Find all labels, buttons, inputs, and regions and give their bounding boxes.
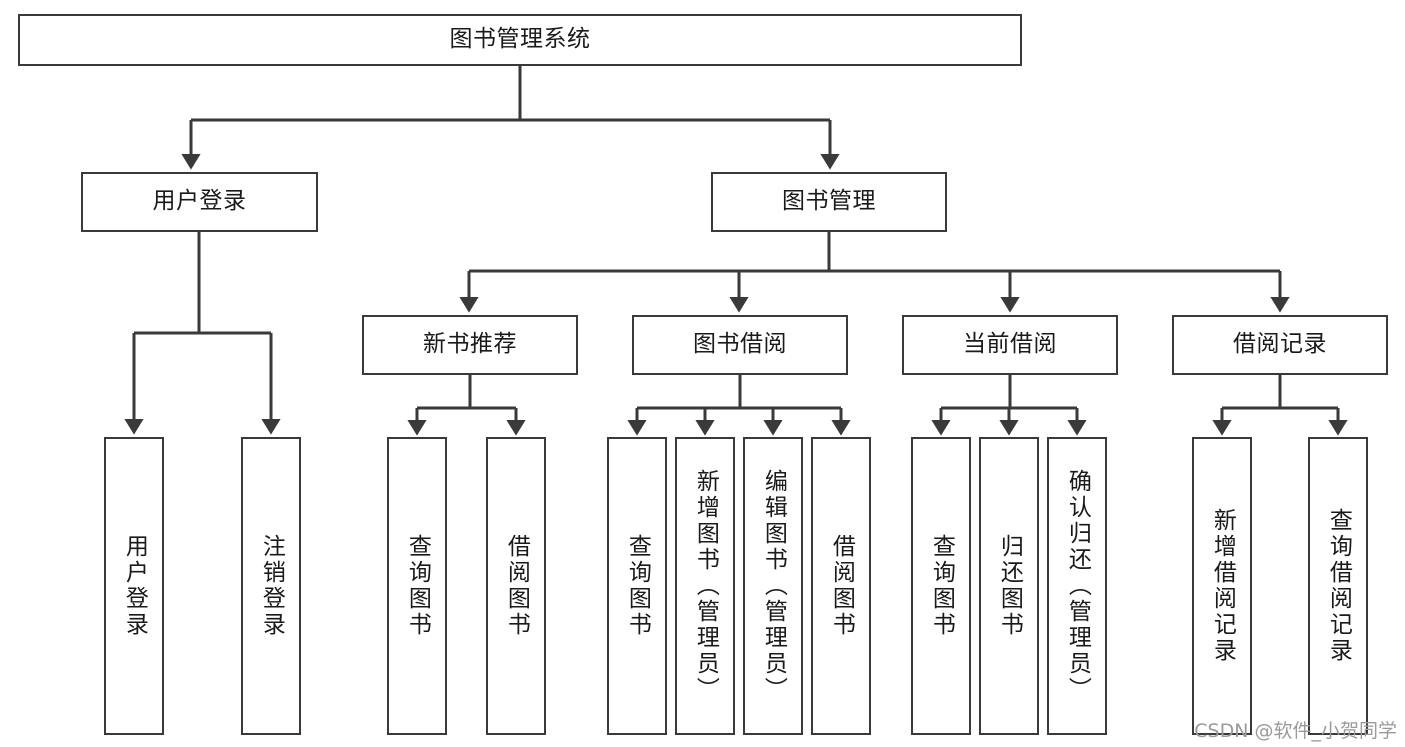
leaf-borrow-add-book-admin[interactable]: 新增图书（管理员）: [675, 437, 735, 735]
watermark-text: CSDN @软件_小贺同学: [1194, 720, 1397, 742]
node-borrow-record[interactable]: 借阅记录: [1172, 315, 1388, 375]
leaf-label: 编辑图书（管理员）: [760, 469, 787, 703]
node-root-system[interactable]: 图书管理系统: [18, 14, 1022, 66]
leaf-label: 用户登录: [121, 534, 148, 638]
leaf-label: 查询图书: [624, 534, 651, 638]
leaf-borrow-query-book[interactable]: 查询图书: [607, 437, 667, 735]
leaf-label: 确认归还（管理员）: [1064, 469, 1091, 703]
node-book-borrow[interactable]: 图书借阅: [632, 315, 848, 375]
leaf-borrow-edit-book-admin[interactable]: 编辑图书（管理员）: [743, 437, 803, 735]
leaf-current-return-book[interactable]: 归还图书: [979, 437, 1039, 735]
leaf-label: 查询图书: [928, 534, 955, 638]
leaf-label: 查询借阅记录: [1325, 508, 1352, 664]
leaf-borrow-borrow-book[interactable]: 借阅图书: [811, 437, 871, 735]
leaf-record-query-record[interactable]: 查询借阅记录: [1308, 437, 1368, 735]
leaf-label: 借阅图书: [503, 534, 530, 638]
leaf-label: 借阅图书: [828, 534, 855, 638]
node-new-book-recommend[interactable]: 新书推荐: [362, 315, 578, 375]
leaf-label: 归还图书: [996, 534, 1023, 638]
leaf-label: 新增借阅记录: [1209, 508, 1236, 664]
leaf-current-confirm-return-admin[interactable]: 确认归还（管理员）: [1047, 437, 1107, 735]
leaf-new-book-borrow[interactable]: 借阅图书: [486, 437, 546, 735]
leaf-label: 查询图书: [404, 534, 431, 638]
node-book-management[interactable]: 图书管理: [711, 172, 947, 232]
leaf-new-book-query[interactable]: 查询图书: [387, 437, 447, 735]
leaf-user-login-logout[interactable]: 注销登录: [241, 437, 301, 735]
leaf-record-add-record[interactable]: 新增借阅记录: [1192, 437, 1252, 735]
leaf-current-query-book[interactable]: 查询图书: [911, 437, 971, 735]
leaf-label: 新增图书（管理员）: [692, 469, 719, 703]
node-user-login[interactable]: 用户登录: [81, 172, 318, 232]
node-current-borrow[interactable]: 当前借阅: [902, 315, 1118, 375]
leaf-user-login-login[interactable]: 用户登录: [104, 437, 164, 735]
leaf-label: 注销登录: [258, 534, 285, 638]
